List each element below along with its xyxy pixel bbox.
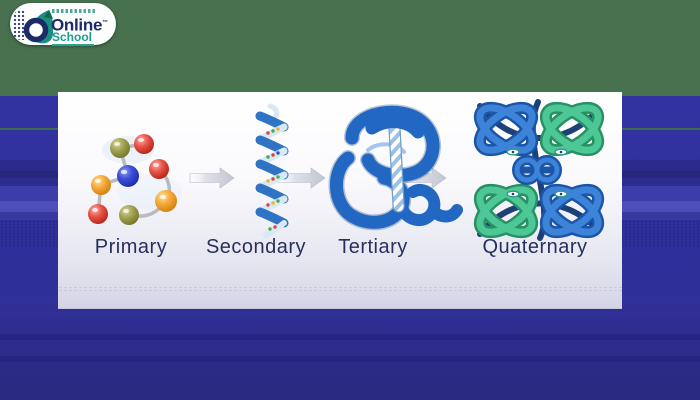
- arrow-right-icon: [399, 167, 447, 189]
- stage-label-secondary: Secondary: [205, 236, 307, 258]
- background-bottom-shade: [0, 300, 700, 400]
- arrow-right-icon: [189, 167, 235, 189]
- amino-acid-beads: [88, 134, 177, 225]
- eye-detail: [506, 148, 568, 198]
- background-green-band: [0, 0, 700, 96]
- helix-residue-dots: [266, 127, 280, 231]
- trademark-symbol: ™: [102, 20, 108, 26]
- logo-tagline-smallprint: [52, 9, 96, 13]
- protein-structure-diagram: [88, 99, 605, 241]
- arrow-right-icon: [277, 167, 326, 189]
- helix-rod: [388, 120, 405, 213]
- stage-label-quaternary: Quaternary: [482, 236, 588, 258]
- panel-texture: [58, 286, 622, 292]
- logo-brand-name: Online™: [51, 15, 108, 35]
- secondary-structure-illustration: [255, 103, 289, 238]
- stage-label-tertiary: Tertiary: [338, 236, 408, 258]
- center-links: [512, 155, 562, 185]
- quaternary-structure-illustration: [473, 99, 605, 241]
- primary-structure-illustration: [88, 134, 182, 225]
- tertiary-structure-illustration: [328, 104, 463, 231]
- blue-subunit: [473, 101, 605, 239]
- logo-droplet-icon: [23, 10, 53, 44]
- background-stripe: [0, 356, 700, 362]
- stage-label-primary: Primary: [94, 236, 168, 258]
- logo-speckle-pattern: [13, 10, 26, 40]
- background-stripe: [0, 334, 700, 340]
- diagram-panel: [58, 92, 622, 309]
- logo-brand-sub: School: [52, 30, 95, 46]
- green-subunit: [473, 101, 605, 239]
- online-school-logo: Online™ School: [10, 3, 116, 46]
